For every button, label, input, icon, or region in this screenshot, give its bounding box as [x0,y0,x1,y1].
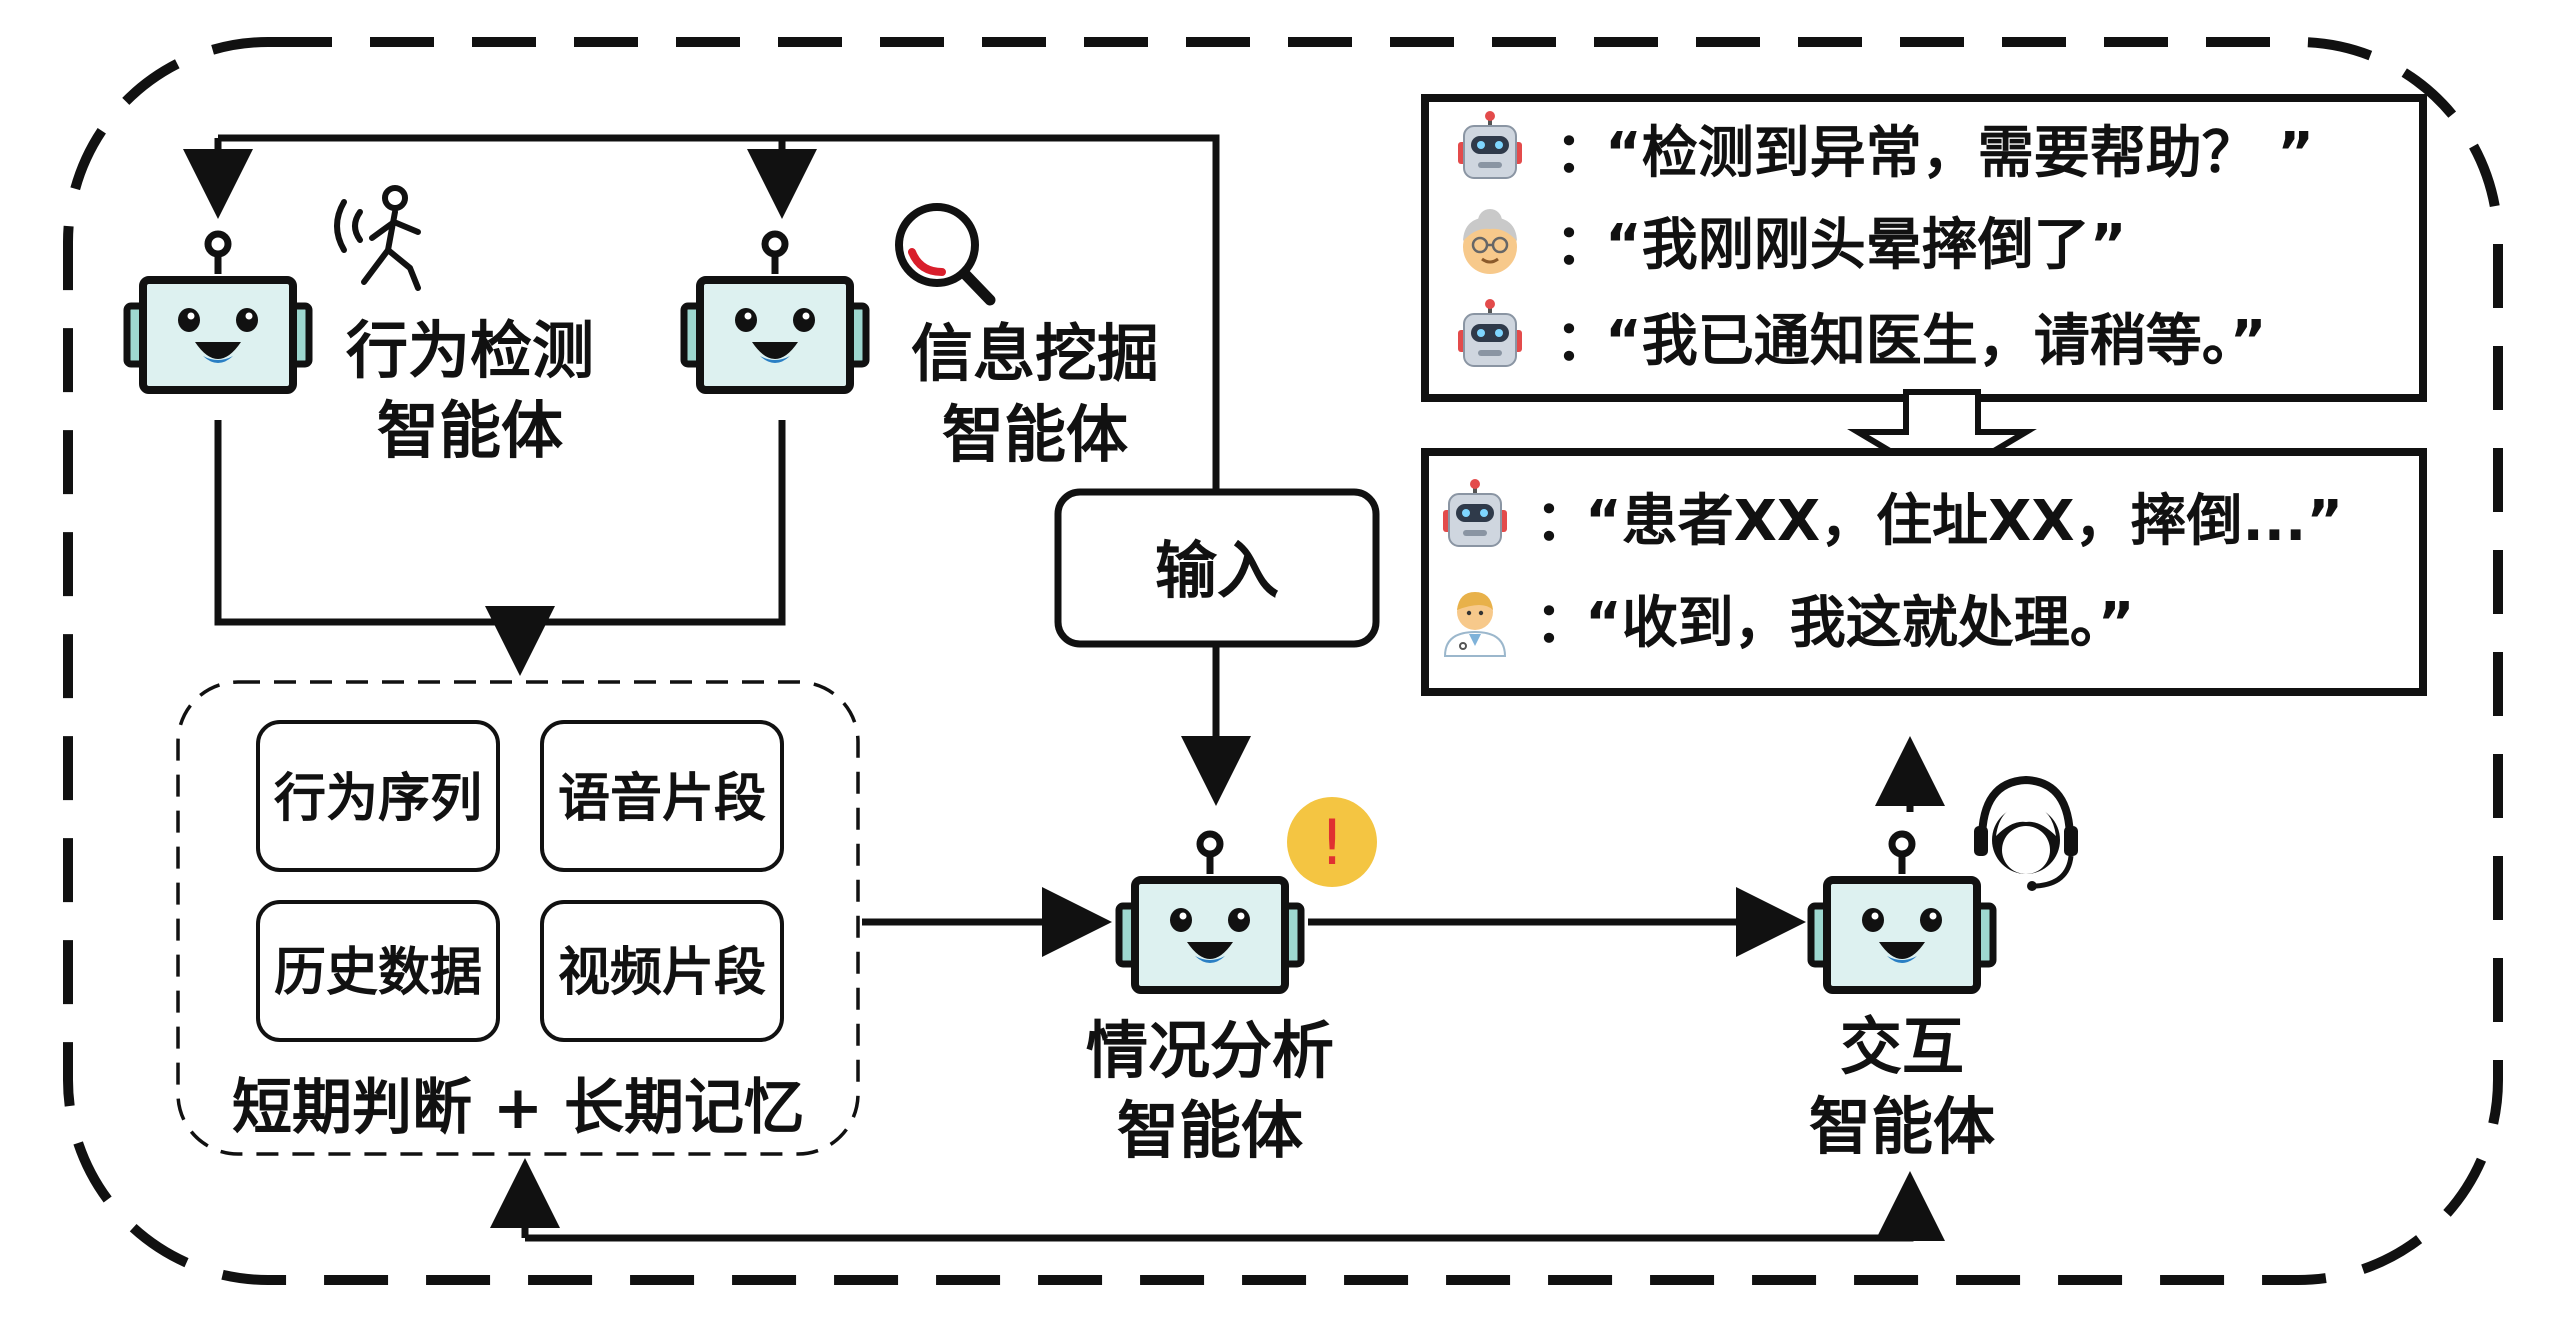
alert-symbol: ! [1320,806,1345,879]
dialog-colon: ： [1555,309,1611,374]
dialog-line: ： “收到，我这就处理。” [1444,591,2135,657]
memory-item-label: 行为序列 [274,769,482,829]
situation-analysis-agent: 情况分析 智能体 [1086,834,1334,1167]
interaction-agent-label-line2: 智能体 [1809,1090,1995,1163]
memory-item-label: 语音片段 [558,769,766,829]
customer-service-headset-icon [1974,775,2078,891]
interaction-agent-label-line1: 交互 [1840,1010,1964,1083]
memory-container [176,680,860,1156]
dialog-colon: ： [1555,121,1611,186]
dialog-text: “我已通知医生，请稍等。” [1605,309,2267,374]
outer-frame [63,37,2503,1285]
memory-item-label: 视频片段 [558,943,766,1003]
dialog-line: ： “检测到异常，需要帮助？ ” [1456,109,2314,186]
mining-agent-label-line1: 信息挖掘 [911,317,1159,390]
dialog-panel-top: ： “检测到异常，需要帮助？ ” ： “我刚刚头晕摔倒了” ： “我已通知医生，… [1421,94,2427,402]
memory-item-speech-clip: 语音片段 [540,720,784,872]
behavior-agent-label-line2: 智能体 [377,394,563,467]
memory-item-label: 历史数据 [274,943,482,1003]
analysis-agent-label-line2: 智能体 [1117,1094,1303,1167]
dialog-text: “患者XX，住址XX，摔倒...” [1585,489,2343,554]
connectors [183,134,1945,1242]
dialog-line: ： “我刚刚头晕摔倒了” [1461,207,2127,278]
dialog-panel-bottom: ： “患者XX，住址XX，摔倒...” ： “收到，我这就处理。” [1421,448,2427,696]
loop-top-line [218,134,1220,492]
dialog-colon: ： [1535,591,1591,656]
dialog-text: “收到，我这就处理。” [1585,591,2135,656]
dialog-line: ： “我已通知医生，请稍等。” [1456,297,2267,374]
walking-person-icon [334,185,421,291]
dialog-text: “检测到异常，需要帮助？ ” [1605,121,2314,186]
behavior-agent-label-line1: 行为检测 [346,314,594,387]
robot-icon [684,234,866,390]
input-box: 输入 [1054,488,1380,648]
memory-item-video-clip: 视频片段 [540,900,784,1042]
alert-icon: ! [1287,797,1377,887]
behavior-detection-agent: 行为检测 智能体 [127,234,594,467]
mining-agent-label-line2: 智能体 [942,398,1128,471]
bottom-loop-line [525,1188,1914,1242]
memory-caption: 短期判断 + 长期记忆 [232,1073,804,1143]
memory-item-behavior-sequence: 行为序列 [256,720,500,872]
robot-icon [1811,834,1993,990]
dialog-text: “我刚刚头晕摔倒了” [1605,213,2127,278]
information-mining-agent: 信息挖掘 智能体 [684,234,1159,471]
dialog-colon: ： [1535,489,1591,554]
interaction-agent: 交互 智能体 [1809,834,1995,1163]
memory-item-history-data: 历史数据 [256,900,500,1042]
robot-icon [1119,834,1301,990]
input-label: 输入 [1155,534,1279,607]
dialog-line: ： “患者XX，住址XX，摔倒...” [1441,477,2343,554]
analysis-agent-label-line1: 情况分析 [1086,1014,1334,1087]
robot-icon [127,234,309,390]
dialog-colon: ： [1555,213,1611,278]
magnifier-icon [895,203,996,306]
